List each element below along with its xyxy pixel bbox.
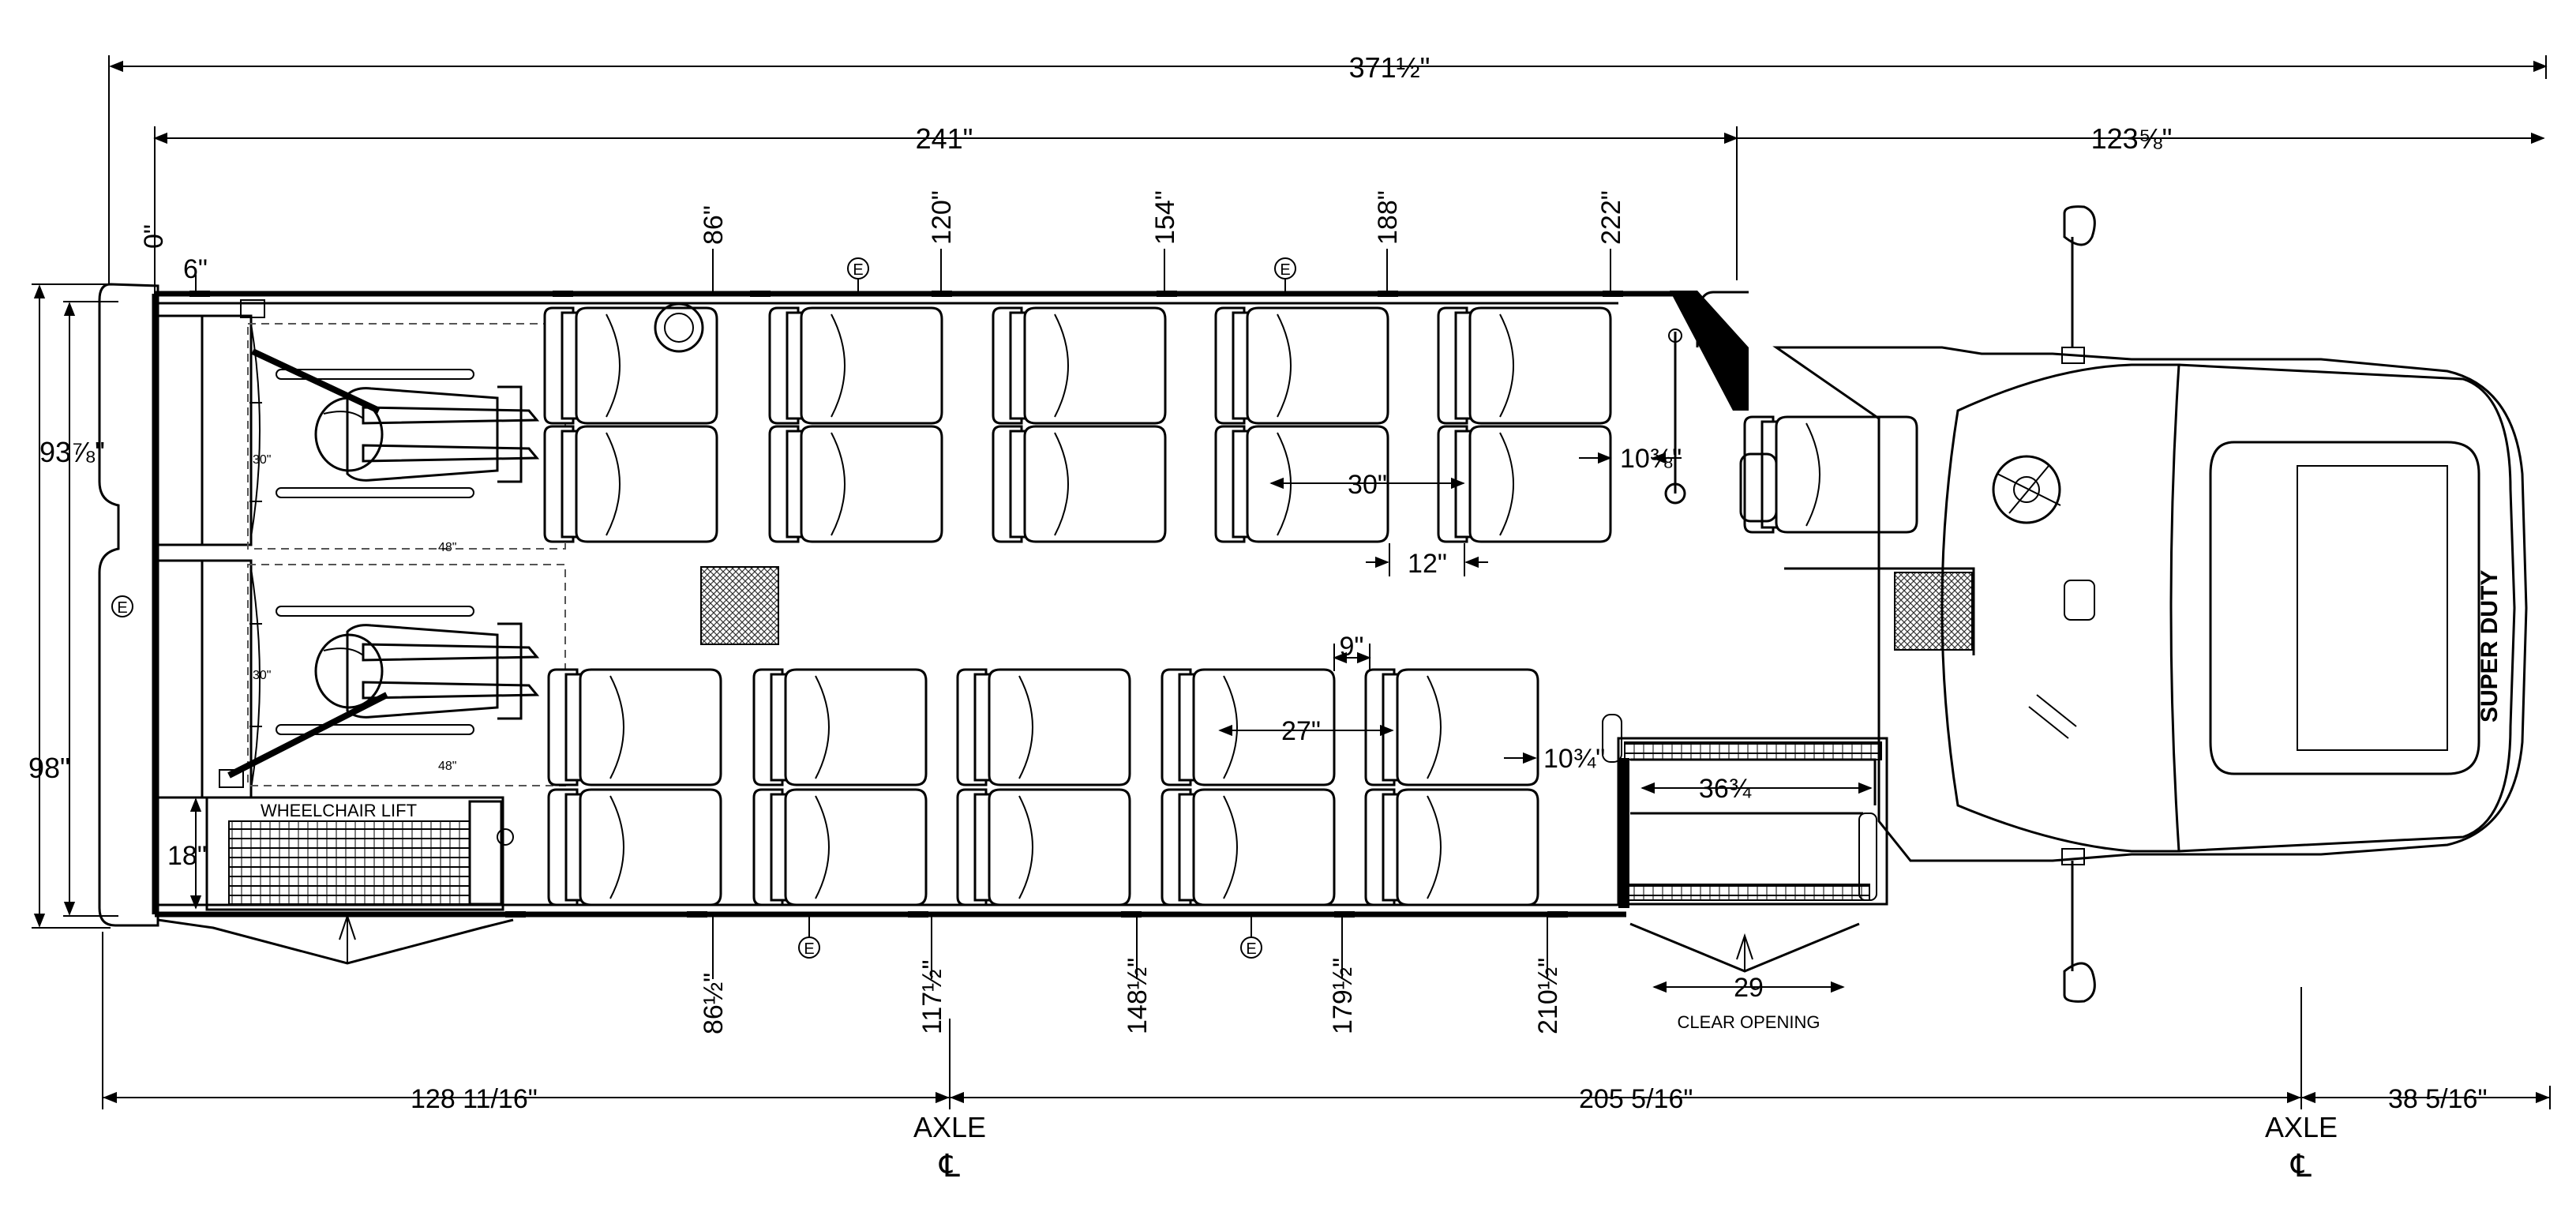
wheelchair-space-depth-2: 30" xyxy=(253,669,271,682)
station-154: 154" xyxy=(1150,190,1180,245)
curb-station-148: 148½" xyxy=(1123,958,1153,1034)
axle-dimensions: 128 11/16" 205 5/16" 38 5/16" AXLE ℄ AXL… xyxy=(102,932,2551,1184)
passenger-seat xyxy=(543,306,718,425)
curb-station-179: 179½" xyxy=(1328,958,1358,1034)
rear-axle-centerline: ℄ xyxy=(939,1149,960,1184)
cab-length-label: 123⅝" xyxy=(2091,122,2173,155)
clear-opening-label: CLEAR OPENING xyxy=(1678,1012,1820,1032)
station-86: 86" xyxy=(699,205,729,245)
driver-seat xyxy=(1743,415,1918,534)
front-overhang-label: 38 5/16" xyxy=(2388,1084,2488,1114)
passenger-seat xyxy=(1161,788,1336,906)
step-width-label: 36¾ xyxy=(1699,774,1752,804)
emergency-exit-icon: E xyxy=(1274,257,1296,292)
passenger-seat xyxy=(956,668,1131,786)
entry-steps: 36¾ xyxy=(1602,714,1888,908)
height-dimensions: 98" 93⅞" xyxy=(28,283,118,929)
floor-grit-panel xyxy=(700,566,779,645)
wheelchair-occupant-icon xyxy=(275,368,538,499)
hood-badge: SUPER DUTY xyxy=(2477,570,2503,722)
passenger-seat xyxy=(1437,306,1612,425)
wall-station-dimensions: 0" 6" 86" 120" 154" 188" 222" xyxy=(139,190,1626,294)
wheelchair-lift: WHEELCHAIR LIFT xyxy=(205,796,514,911)
wheelchair-space-depth: 30" xyxy=(253,453,271,467)
wheelchair-occupant-icon xyxy=(275,605,538,736)
svg-text:E: E xyxy=(117,599,127,617)
liftbay-depth-dimension: 18" xyxy=(167,798,207,910)
passenger-seat xyxy=(1214,306,1389,425)
curb-station-210: 210½" xyxy=(1533,958,1563,1034)
curb-station-86: 86½" xyxy=(699,973,729,1034)
overall-length-label: 371½" xyxy=(1349,51,1430,84)
passenger-seat xyxy=(992,425,1167,543)
station-188: 188" xyxy=(1373,190,1403,245)
body-length-dimension: 241" 123⅝" xyxy=(153,122,2545,284)
overall-length-dimension: 371½" xyxy=(108,51,2548,284)
aisle-gap-bottom: 9" xyxy=(1340,632,1364,662)
body-length-label: 241" xyxy=(916,122,973,155)
svg-text:E: E xyxy=(1280,261,1290,279)
passenger-seat xyxy=(543,425,718,543)
wheelbase-label: 205 5/16" xyxy=(1579,1084,1693,1114)
fixture-icon xyxy=(654,302,704,353)
svg-text:E: E xyxy=(1246,940,1256,958)
passenger-seat xyxy=(752,788,928,906)
wheelchair-space-width: 48" xyxy=(438,541,456,554)
station-222: 222" xyxy=(1596,190,1626,245)
rear-overhang-label: 128 11/16" xyxy=(411,1084,538,1114)
emergency-exit-icon: E xyxy=(798,916,820,959)
seat-pitch-top: 30" xyxy=(1348,470,1387,500)
seat-offset-bottom: 10¾" xyxy=(1543,744,1605,774)
passenger-seat xyxy=(992,306,1167,425)
front-axle-centerline: ℄ xyxy=(2290,1149,2312,1184)
driver-area xyxy=(1664,291,1975,655)
emergency-exit-icon: E xyxy=(1240,916,1262,959)
station-6: 6" xyxy=(183,254,208,284)
passenger-seat xyxy=(956,788,1131,906)
passenger-seat xyxy=(547,788,722,906)
rear-axle-label: AXLE xyxy=(913,1111,986,1143)
seat-spacing-dimensions: 30" 12" 10⅜" 27" 9" 10¾" xyxy=(1218,444,1682,774)
wheelchair-securement-areas: 30" 30" 48" 48" xyxy=(227,323,566,786)
seats-curb-side xyxy=(547,668,1539,906)
door-clear-label: 29 xyxy=(1734,973,1764,1003)
seat-pitch-bottom: 27" xyxy=(1281,716,1321,746)
station-0: 0" xyxy=(139,224,169,249)
passenger-seat xyxy=(768,306,943,425)
emergency-exit-icon: E xyxy=(847,257,869,292)
seats-street-side xyxy=(543,306,1612,543)
passenger-seat xyxy=(1364,788,1539,906)
aisle-gap-top: 12" xyxy=(1408,549,1447,579)
curb-station-dimensions: 86½" 117½" 148½" 179½" 210½" xyxy=(699,916,1563,1034)
front-axle-label: AXLE xyxy=(2265,1111,2338,1143)
emergency-exit-icon: E xyxy=(111,595,133,617)
curb-station-117: 117½" xyxy=(917,959,947,1034)
emergency-exits: E E E E E xyxy=(111,257,1296,959)
passenger-seat xyxy=(1364,668,1539,786)
passenger-seat xyxy=(768,425,943,543)
interior-width-label: 93⅞" xyxy=(39,436,105,468)
svg-text:E: E xyxy=(804,940,814,958)
overall-height-label: 98" xyxy=(28,752,70,784)
liftbay-depth-label: 18" xyxy=(167,841,207,871)
wheelchair-space-width-2: 48" xyxy=(438,760,456,773)
passenger-seat xyxy=(752,668,928,786)
truck-cab: SUPER DUTY xyxy=(1772,205,2528,1003)
station-120: 120" xyxy=(927,190,957,245)
svg-text:E: E xyxy=(853,261,863,279)
passenger-seat xyxy=(1437,425,1612,543)
seat-offset-top: 10⅜" xyxy=(1620,444,1682,474)
wheelchair-lift-label: WHEELCHAIR LIFT xyxy=(261,801,417,820)
floor-grit-panel xyxy=(1894,572,1973,651)
door-clear-opening-dimension: 29 CLEAR OPENING xyxy=(1652,973,1845,1032)
passenger-seat xyxy=(547,668,722,786)
